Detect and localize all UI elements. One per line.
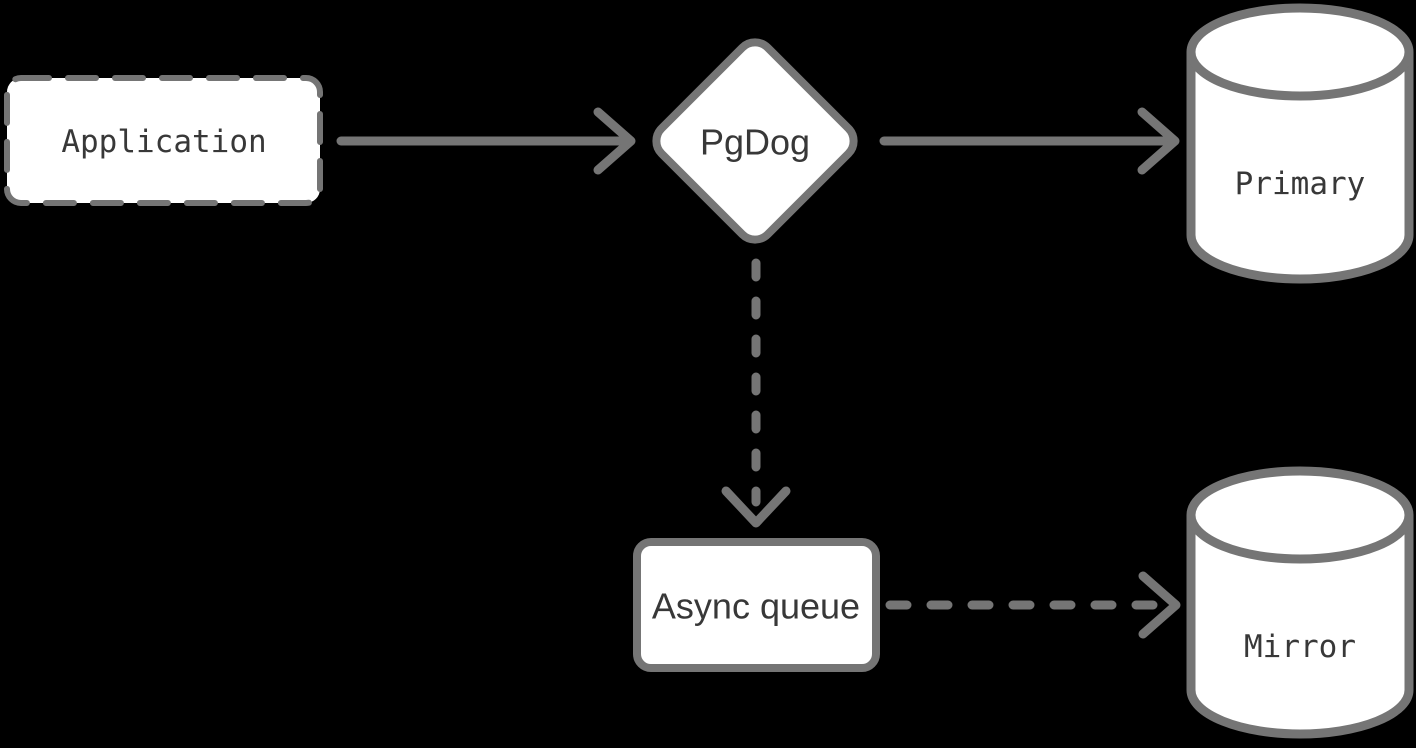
node-primary: Primary bbox=[1186, 3, 1414, 284]
primary-cylinder-top bbox=[1186, 3, 1414, 101]
edge-pgdog-primary bbox=[879, 107, 1180, 175]
edge-async-queue-mirror bbox=[885, 571, 1181, 639]
arrowhead-down-icon bbox=[721, 486, 791, 528]
mirror-cylinder-top bbox=[1186, 466, 1414, 564]
mirror-label: Mirror bbox=[1244, 629, 1356, 665]
arrowhead-right-icon bbox=[1138, 571, 1181, 639]
pgdog-label: PgDog bbox=[700, 122, 810, 163]
async-queue-label: Async queue bbox=[652, 586, 860, 627]
arrowhead-right-icon bbox=[1137, 107, 1180, 175]
mirror-cylinder-body bbox=[1186, 515, 1414, 739]
application-box bbox=[4, 75, 323, 206]
node-mirror: Mirror bbox=[1186, 466, 1414, 739]
primary-cylinder-body bbox=[1186, 52, 1414, 284]
node-async-queue: Async queue bbox=[633, 538, 880, 672]
node-pgdog: PgDog bbox=[652, 38, 858, 244]
edge-application-pgdog bbox=[336, 107, 636, 175]
async-queue-box bbox=[633, 538, 880, 672]
application-label: Application bbox=[61, 124, 266, 160]
arrowhead-right-icon bbox=[593, 107, 636, 175]
edge-pgdog-async-queue bbox=[721, 258, 791, 528]
primary-label: Primary bbox=[1235, 166, 1366, 202]
pgdog-diamond bbox=[652, 38, 858, 244]
node-application: Application bbox=[4, 75, 323, 206]
